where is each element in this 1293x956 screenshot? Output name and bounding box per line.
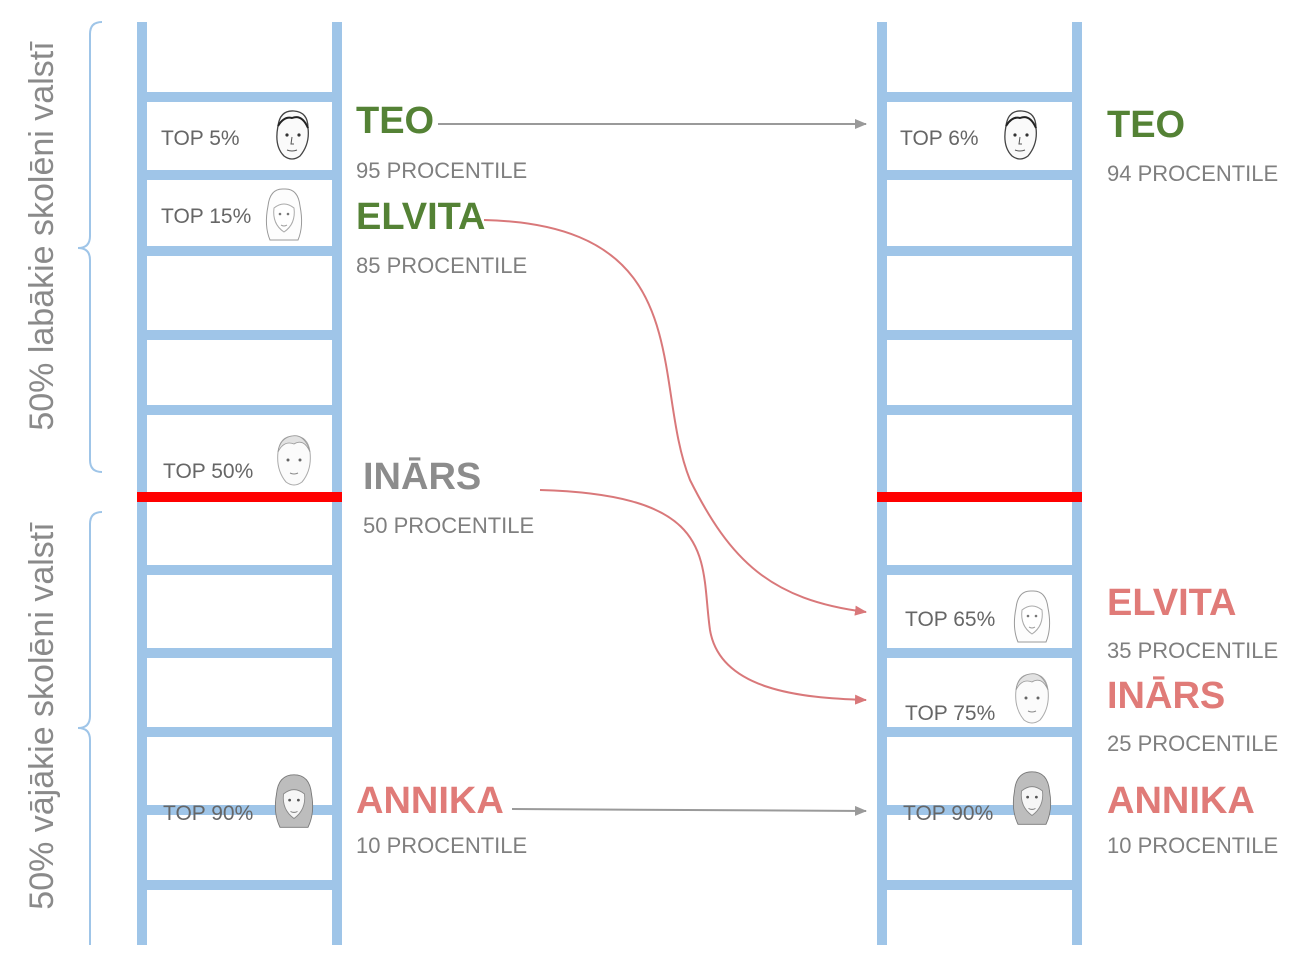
- right-ladder-rung-6: [877, 565, 1082, 575]
- left-ladder: [137, 22, 342, 945]
- right-elvita-tag: TOP 65%: [905, 608, 996, 631]
- girl-face-icon: [274, 774, 314, 828]
- left-annika-percentile: 10 PROCENTILE: [356, 833, 528, 858]
- right-teo-name: TEO: [1107, 104, 1186, 146]
- left-teo-percentile: 95 PROCENTILE: [356, 158, 528, 183]
- right-inars-tag: TOP 75%: [905, 702, 996, 725]
- left-ladder-rung-5: [137, 405, 342, 415]
- right-elvita-percentile: 35 PROCENTILE: [1107, 638, 1279, 663]
- right-ladder-rungs: [877, 92, 1082, 890]
- bottom-half-label: 50% vājākie skolēni valstī: [23, 522, 61, 910]
- right-ladder-rung-3: [877, 246, 1082, 256]
- right-inars-name: INĀRS: [1107, 675, 1226, 717]
- male-face-icon: [276, 110, 309, 160]
- top-half-label: 50% labākie skolēni valstī: [23, 41, 61, 431]
- right-ladder-rung-4: [877, 330, 1082, 340]
- left-ladder-rung-1: [137, 92, 342, 102]
- right-ladder: [877, 22, 1082, 945]
- right-ladder-rung-2: [877, 170, 1082, 180]
- right-ladder-rung-7: [877, 648, 1082, 658]
- left-teo-tag: TOP 5%: [161, 127, 240, 150]
- left-elvita-name: ELVITA: [356, 196, 486, 238]
- right-teo-tag: TOP 6%: [900, 127, 979, 150]
- left-ladder-rung-6: [137, 565, 342, 575]
- right-ladder-rail-left: [877, 22, 887, 945]
- left-ladder-rail-right: [332, 22, 342, 945]
- left-ladder-rungs: [137, 92, 342, 890]
- left-ladder-rail-left: [137, 22, 147, 945]
- boy-face-icon: [1015, 673, 1049, 724]
- arrow-inars: [539, 489, 867, 705]
- left-annika-tag: TOP 90%: [163, 802, 254, 825]
- right-ladder-rung-5: [877, 405, 1082, 415]
- male-face-icon: [1004, 110, 1037, 160]
- right-annika-name: ANNIKA: [1107, 780, 1255, 822]
- left-ladder-rung-4: [137, 330, 342, 340]
- left-inars-name: INĀRS: [363, 456, 482, 498]
- left-elvita-percentile: 85 PROCENTILE: [356, 253, 528, 278]
- left-teo-name: TEO: [356, 100, 435, 142]
- right-teo-percentile: 94 PROCENTILE: [1107, 161, 1279, 186]
- right-ladder-rung-9: [877, 805, 1082, 815]
- right-ladder-rung-8: [877, 727, 1082, 737]
- right-ladder-rung-1: [877, 92, 1082, 102]
- left-annika-name: ANNIKA: [356, 780, 504, 822]
- right-inars-percentile: 25 PROCENTILE: [1107, 731, 1279, 756]
- girl-face-icon: [1012, 771, 1052, 825]
- left-inars-tag: TOP 50%: [163, 460, 254, 483]
- female-face-icon: [1013, 590, 1051, 643]
- right-elvita-name: ELVITA: [1107, 582, 1237, 624]
- right-ladder-rail-right: [1072, 22, 1082, 945]
- left-inars-percentile: 50 PROCENTILE: [363, 513, 535, 538]
- left-cutoff-line: [137, 492, 342, 502]
- arrow-elvita: [483, 219, 867, 616]
- left-ladder-rung-7: [137, 648, 342, 658]
- right-annika-percentile: 10 PROCENTILE: [1107, 833, 1279, 858]
- left-ladder-rung-2: [137, 170, 342, 180]
- left-ladder-rung-3: [137, 246, 342, 256]
- top-half-brace: [77, 21, 103, 473]
- left-ladder-rung-9: [137, 805, 342, 815]
- right-annika-tag: TOP 90%: [903, 802, 994, 825]
- left-ladder-rung-8: [137, 727, 342, 737]
- bottom-half-brace: [77, 511, 103, 945]
- right-cutoff-line: [877, 492, 1082, 502]
- left-ladder-rung-10: [137, 880, 342, 890]
- left-elvita-tag: TOP 15%: [161, 205, 252, 228]
- arrow-annika: [511, 805, 867, 816]
- right-ladder-rung-10: [877, 880, 1082, 890]
- female-face-icon: [265, 188, 303, 241]
- boy-face-icon: [277, 435, 311, 486]
